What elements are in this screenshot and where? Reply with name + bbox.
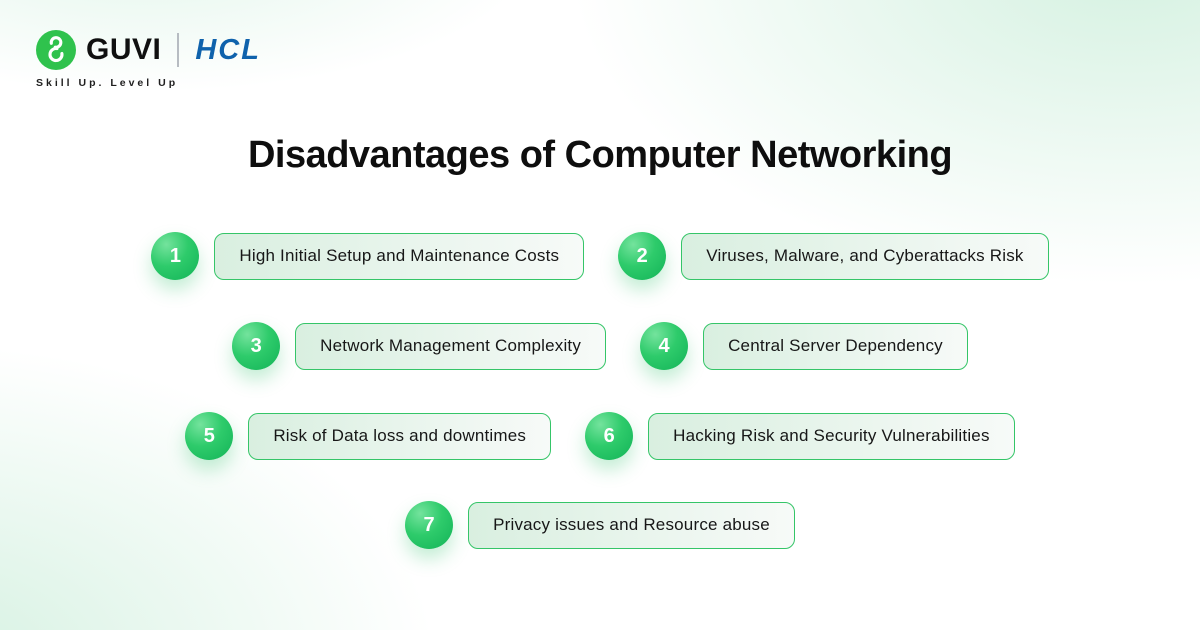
brand-logo: GUVI HCL Skill Up. Level Up: [36, 30, 261, 89]
item-6-number-badge: 6: [585, 412, 634, 460]
item-5-label: Risk of Data loss and downtimes: [248, 412, 552, 460]
brand-tagline: Skill Up. Level Up: [36, 77, 179, 89]
item-2-number-badge: 2: [618, 232, 667, 280]
page-title: Disadvantages of Computer Networking: [247, 134, 953, 176]
item-7-number-badge: 7: [405, 501, 454, 549]
item-3-number-badge: 3: [232, 322, 281, 370]
guvi-wordmark: GUVI: [86, 33, 162, 66]
hcl-wordmark: HCL: [195, 33, 261, 66]
item-1-number-badge: 1: [151, 232, 200, 280]
item-4-number-badge: 4: [640, 322, 689, 370]
items-row-4: 7 Privacy issues and Resource abuse: [0, 501, 1200, 549]
item-1: 1 High Initial Setup and Maintenance Cos…: [151, 232, 585, 280]
logo-divider: [177, 33, 180, 67]
item-4: 4 Central Server Dependency: [640, 322, 968, 370]
item-7: 7 Privacy issues and Resource abuse: [405, 501, 795, 549]
item-5-number-badge: 5: [185, 412, 234, 460]
items-row-2: 3 Network Management Complexity 4 Centra…: [0, 322, 1200, 370]
item-4-label: Central Server Dependency: [703, 322, 968, 370]
item-5: 5 Risk of Data loss and downtimes: [185, 412, 552, 460]
item-3: 3 Network Management Complexity: [232, 322, 607, 370]
item-2: 2 Viruses, Malware, and Cyberattacks Ris…: [618, 232, 1049, 280]
items-row-3: 5 Risk of Data loss and downtimes 6 Hack…: [0, 412, 1200, 460]
item-3-label: Network Management Complexity: [295, 322, 607, 370]
item-1-label: High Initial Setup and Maintenance Costs: [214, 232, 585, 280]
item-2-label: Viruses, Malware, and Cyberattacks Risk: [681, 232, 1049, 280]
item-6: 6 Hacking Risk and Security Vulnerabilit…: [585, 412, 1015, 460]
item-7-label: Privacy issues and Resource abuse: [468, 501, 795, 549]
item-6-label: Hacking Risk and Security Vulnerabilitie…: [648, 412, 1015, 460]
guvi-g-icon: [36, 30, 76, 70]
items-row-1: 1 High Initial Setup and Maintenance Cos…: [0, 232, 1200, 280]
